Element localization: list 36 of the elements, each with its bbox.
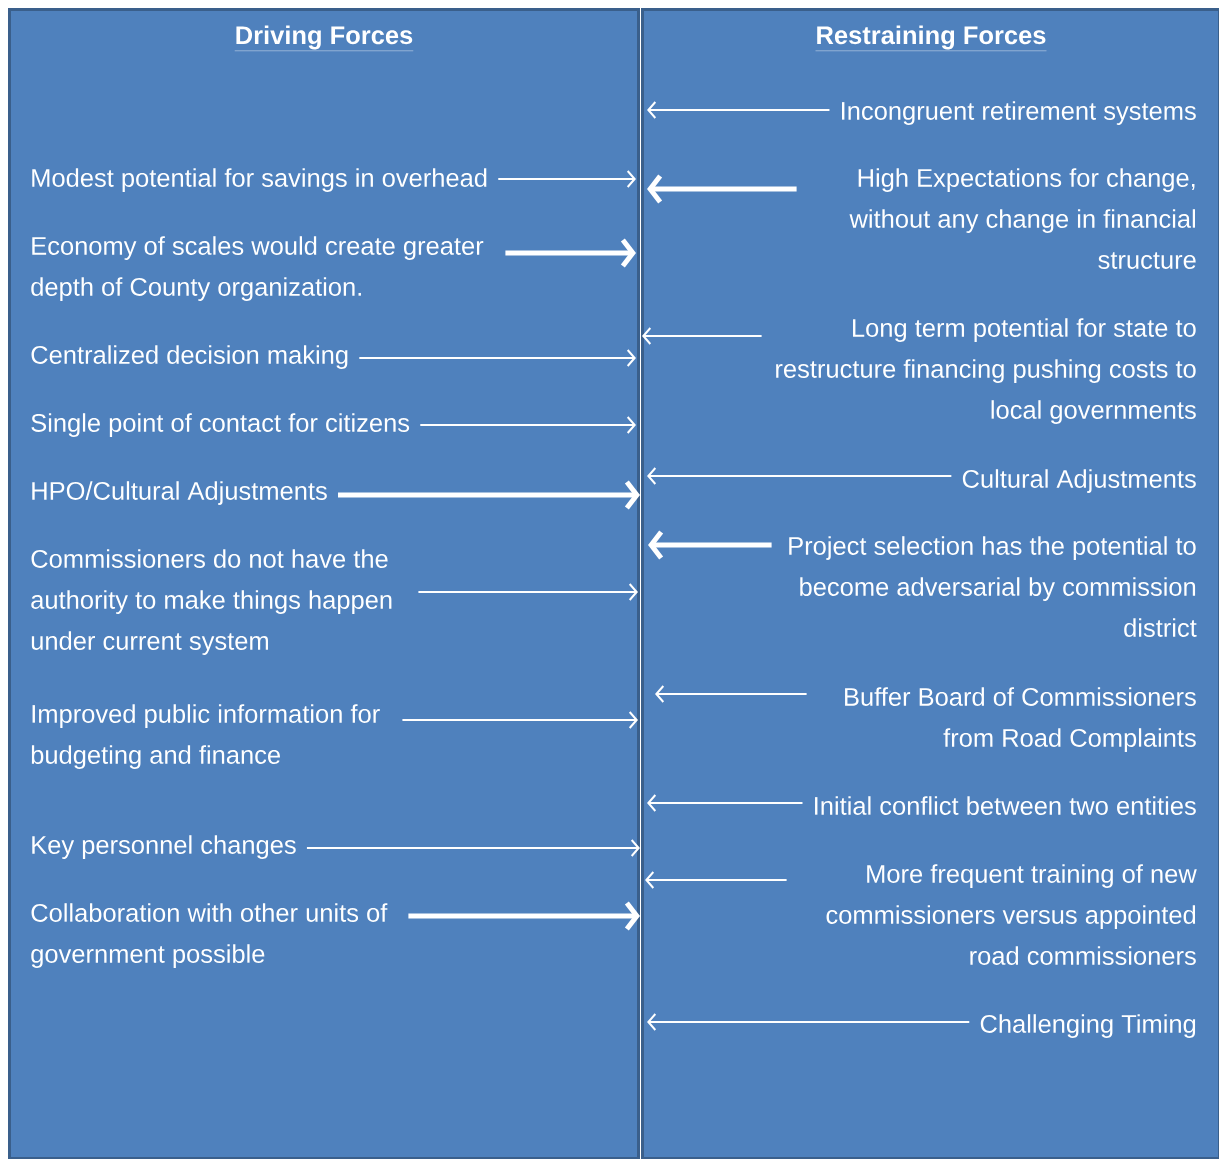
- force-label: Key personnel changes: [32, 835, 296, 859]
- arrow: [497, 170, 636, 188]
- force-label: Long term potential for state to restructure financing pushing costs to local governments: [776, 318, 1196, 424]
- arrow: [417, 583, 638, 601]
- force-label: Buffer Board of Commissioners from Road Complaints: [845, 687, 1196, 752]
- arrow: [408, 901, 640, 931]
- arrow: [505, 238, 636, 268]
- arrow: [647, 1013, 971, 1031]
- arrow: [338, 480, 640, 510]
- force-label: HPO/Cultural Adjustments: [32, 481, 327, 505]
- force-label: More frequent training of new commissioners versus appointed road commissioners: [826, 864, 1197, 965]
- arrow: [655, 685, 808, 703]
- force-label: High Expectations for change, without any change in financial structure: [849, 168, 1196, 269]
- arrow: [642, 327, 763, 345]
- arrow: [647, 794, 804, 812]
- arrow: [305, 839, 640, 857]
- force-label: Modest potential for savings in overhead: [32, 168, 487, 192]
- force-label: Single point of contact for citizens: [31, 413, 410, 437]
- arrow: [647, 467, 953, 485]
- arrow: [401, 711, 638, 729]
- force-label: Incongruent retirement systems: [842, 101, 1196, 125]
- force-label: Improved public information for budgeting and finance: [31, 704, 380, 769]
- force-label: Initial conflict between two entities: [815, 796, 1196, 815]
- force-label: Centralized decision making: [31, 345, 348, 369]
- arrow: [419, 416, 636, 434]
- arrow: [647, 174, 797, 204]
- arrow: [645, 871, 788, 889]
- force-label: Cultural Adjustments: [962, 469, 1196, 493]
- force-label: Economy of scales would create greater depth of County organization.: [31, 236, 484, 301]
- arrow: [358, 349, 636, 367]
- force-label: Collaboration with other units of government possible: [31, 903, 388, 968]
- force-label: Commissioners do not have the authority to make things happen under current system: [31, 549, 392, 655]
- arrow: [647, 101, 831, 119]
- force-label: Project selection has the potential to become adversarial by commission district: [789, 536, 1197, 637]
- arrow: [648, 530, 772, 560]
- force-label: Challenging Timing: [980, 1014, 1196, 1038]
